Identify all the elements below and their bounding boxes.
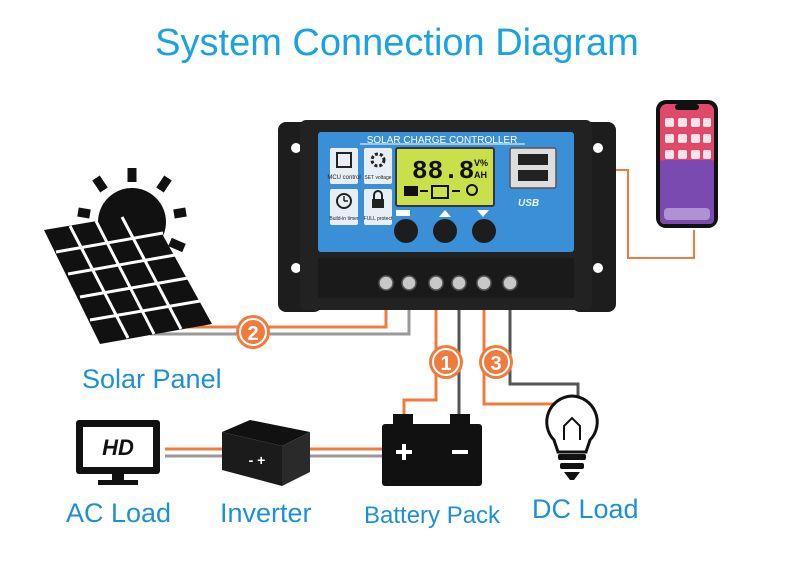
svg-text:- +: - +	[249, 452, 266, 468]
svg-text:2: 2	[247, 323, 258, 345]
usb-text: USB	[518, 198, 539, 209]
clock-icon	[336, 193, 352, 209]
usb-port-2	[518, 170, 548, 181]
diagram-title: System Connection Diagram	[155, 22, 639, 64]
charge-controller: SOLAR CHARGE CONTROLLER MCU control Buil…	[278, 120, 616, 312]
tv-text: HD	[102, 435, 134, 460]
step-badge-1: 1	[429, 345, 463, 379]
lcd-bulb-icon	[466, 184, 478, 196]
set-label: SET voltage	[364, 175, 391, 181]
inverter-label: Inverter	[220, 498, 312, 528]
icon-up	[439, 210, 451, 217]
lcd-units-bottom: AH	[474, 170, 487, 180]
battery-wire-positive	[402, 292, 438, 420]
control-button-2	[433, 219, 457, 243]
light-bulb-icon	[545, 394, 599, 480]
full-label: FULL protect	[364, 216, 393, 222]
solar-panel-icon	[44, 212, 212, 344]
icon-down	[477, 210, 489, 217]
ac-load-label: AC Load	[66, 498, 172, 528]
gear-icon	[370, 152, 386, 168]
lcd-battery-icon	[431, 185, 449, 199]
wiring	[150, 169, 695, 458]
battery-pack-label: Battery Pack	[364, 502, 501, 529]
inverter-icon: - +	[222, 420, 310, 486]
terminal-screws	[378, 275, 518, 291]
lock-icon	[372, 199, 384, 208]
step-badge-2: 2	[236, 315, 270, 349]
svg-text:3: 3	[490, 353, 501, 375]
terminal-strip	[318, 258, 574, 298]
set-badge	[364, 148, 392, 184]
battery-icon	[382, 414, 482, 486]
step-badge-3: 3	[479, 345, 513, 379]
dc-load-label: DC Load	[532, 494, 639, 524]
mcu-label: MCU control	[327, 175, 360, 181]
usb-port-1	[518, 154, 548, 165]
controller-name: SOLAR CHARGE CONTROLLER	[367, 135, 518, 146]
control-button-3	[472, 219, 496, 243]
smartphone-icon	[656, 100, 718, 228]
timer-label: Build-in timer	[329, 216, 359, 222]
control-button-1	[394, 219, 418, 243]
lcd-digits: 88.8	[412, 156, 474, 186]
tv-icon: HD	[76, 420, 160, 485]
lcd-panel-icon	[404, 186, 418, 196]
solar-panel-label: Solar Panel	[82, 364, 222, 394]
lcd-units-top: V%	[474, 158, 488, 168]
svg-text:1: 1	[440, 353, 451, 375]
chip-icon	[336, 152, 352, 168]
icon-menu	[396, 210, 410, 216]
